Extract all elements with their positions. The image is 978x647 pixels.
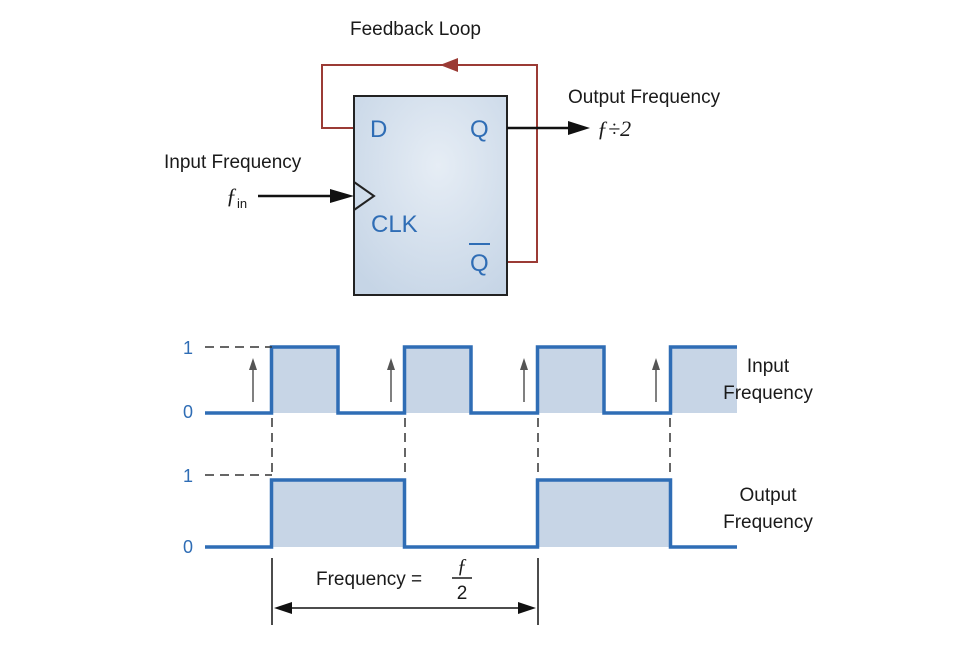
rising-edge-arrow-icon [652, 358, 660, 402]
clock-triangle-icon [353, 181, 376, 211]
rising-edge-arrow-icon [520, 358, 528, 402]
output-level-low: 0 [183, 537, 193, 557]
output-wave-fill [271, 480, 671, 547]
pin-qbar-label: Q [470, 250, 489, 277]
input-arrow-icon [330, 189, 354, 203]
output-wave-label: Output [739, 485, 797, 506]
pin-q-label: Q [470, 116, 489, 143]
feedback-loop-label: Feedback Loop [350, 19, 481, 40]
output-frequency-label: Output Frequency [568, 87, 721, 108]
wave-high-fill [338, 480, 405, 547]
feedback-arrow-icon [440, 58, 458, 72]
output-wire [507, 121, 590, 135]
output-formula: ƒ÷2 [597, 116, 631, 141]
output-wave-label-2: Frequency [723, 512, 813, 533]
pin-clk-label: CLK [371, 211, 418, 238]
feedback-wire [321, 64, 538, 263]
input-frequency-label: Input Frequency [164, 152, 302, 173]
pin-d-label: D [370, 116, 387, 143]
feedback-loop [321, 58, 538, 263]
wave-high-fill [537, 347, 604, 413]
output-waveform [205, 478, 737, 549]
input-wave-label-2: Frequency [723, 383, 813, 404]
output-level-high: 1 [183, 466, 193, 486]
period-denominator: 2 [457, 583, 468, 604]
wave-high-fill [271, 347, 338, 413]
wave-high-fill [670, 347, 737, 413]
rising-edge-arrow-icon [387, 358, 395, 402]
input-waveform [205, 345, 737, 415]
period-label: Frequency = [316, 569, 422, 590]
input-wave-label: Input [747, 356, 790, 377]
input-level-high: 1 [183, 338, 193, 358]
period-dimension-arrow [274, 602, 536, 614]
flip-flop-box [353, 95, 508, 296]
period-numerator: ƒ [457, 555, 467, 577]
input-level-low: 0 [183, 402, 193, 422]
wave-high-fill [271, 480, 338, 547]
input-wave-fill [271, 347, 737, 413]
wave-high-fill [604, 480, 671, 547]
output-arrow-icon [568, 121, 590, 135]
wave-high-fill [537, 480, 604, 547]
input-symbol: ƒin [226, 183, 247, 211]
rising-edge-arrow-icon [249, 358, 257, 402]
input-wire [258, 189, 354, 203]
wave-high-fill [404, 347, 471, 413]
